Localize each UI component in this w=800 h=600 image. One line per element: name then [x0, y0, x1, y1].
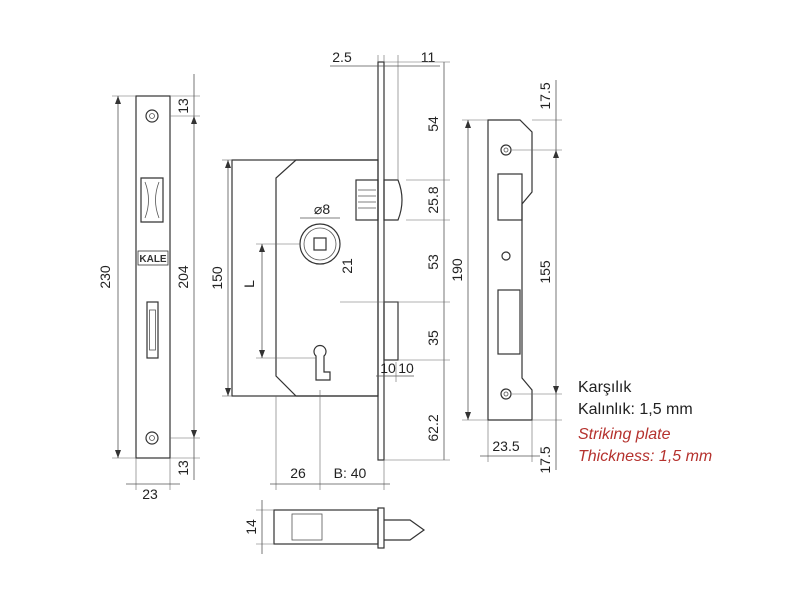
note-tr-thickness: Kalınlık: 1,5 mm — [578, 401, 693, 418]
front-plate-view: KALE 230 204 13 13 23 — [97, 74, 200, 502]
dead-bolt — [383, 301, 399, 361]
striking-plate-view: 190 17.5 155 17.5 23.5 Karşılık Kalınlık… — [449, 80, 712, 474]
dim-35: 35 — [425, 330, 441, 346]
strike-screw-top — [500, 144, 512, 156]
latch-bolt — [355, 179, 403, 221]
dim-strike-inner-height: 155 — [537, 260, 553, 284]
screw-hole-bottom — [145, 431, 159, 445]
dim-inner-height: 204 — [175, 265, 191, 289]
dim-bottom-offset: 13 — [175, 460, 191, 476]
dim-latch-b: 10 — [398, 360, 414, 376]
note-tr-title: Karşılık — [578, 379, 632, 396]
dim-strike-width: 23.5 — [492, 438, 519, 454]
dim-26: 26 — [290, 465, 306, 481]
bolt-slot — [146, 301, 159, 359]
latch-opening — [497, 173, 523, 221]
bottom-view: 14 — [243, 500, 426, 554]
lock-body-view: 2.5 11 150 L ⌀8 21 54 25.8 53 35 62.2 — [209, 49, 450, 490]
dim-backset: B: 40 — [334, 465, 367, 481]
spindle-follower — [299, 223, 341, 265]
dim-center-distance: L — [241, 280, 257, 288]
forend — [377, 61, 385, 461]
strike-screw-middle — [501, 251, 511, 261]
dim-body-height: 150 — [209, 266, 225, 290]
dim-strike-bottom-offset: 17.5 — [537, 446, 553, 473]
dim-top-offset: 13 — [175, 98, 191, 114]
note-en-thickness: Thickness: 1,5 mm — [578, 448, 712, 465]
dim-front-plate-height: 230 — [97, 265, 113, 289]
note-en-title: Striking plate — [578, 426, 671, 443]
lock-case-outline — [275, 159, 378, 397]
striking-plate-outline — [487, 119, 533, 421]
dim-bottom-thickness: 14 — [243, 519, 259, 535]
dim-spindle: ⌀8 — [314, 201, 330, 217]
kale-logo: KALE — [137, 250, 169, 266]
keyhole — [313, 345, 331, 381]
roller-latch — [140, 177, 164, 223]
dim-54: 54 — [425, 116, 441, 132]
dim-strike-top-offset: 17.5 — [537, 82, 553, 109]
dim-bolt-projection: 11 — [421, 49, 436, 65]
bottom-case — [273, 509, 379, 545]
front-plate-outline — [135, 95, 171, 459]
dim-strike-total-height: 190 — [449, 258, 465, 282]
dim-latch-a: 10 — [380, 360, 396, 376]
dim-25-8: 25.8 — [425, 186, 441, 213]
dim-53: 53 — [425, 254, 441, 270]
screw-hole-top — [145, 109, 159, 123]
logo-text: KALE — [139, 254, 167, 265]
dim-forend-thickness: 2.5 — [332, 49, 352, 65]
dim-62-2: 62.2 — [425, 414, 441, 441]
strike-screw-bottom — [500, 388, 512, 400]
bottom-forend — [377, 507, 385, 549]
dim-21: 21 — [339, 258, 355, 274]
bolt-opening — [497, 289, 521, 355]
dim-front-plate-width: 23 — [142, 486, 158, 502]
